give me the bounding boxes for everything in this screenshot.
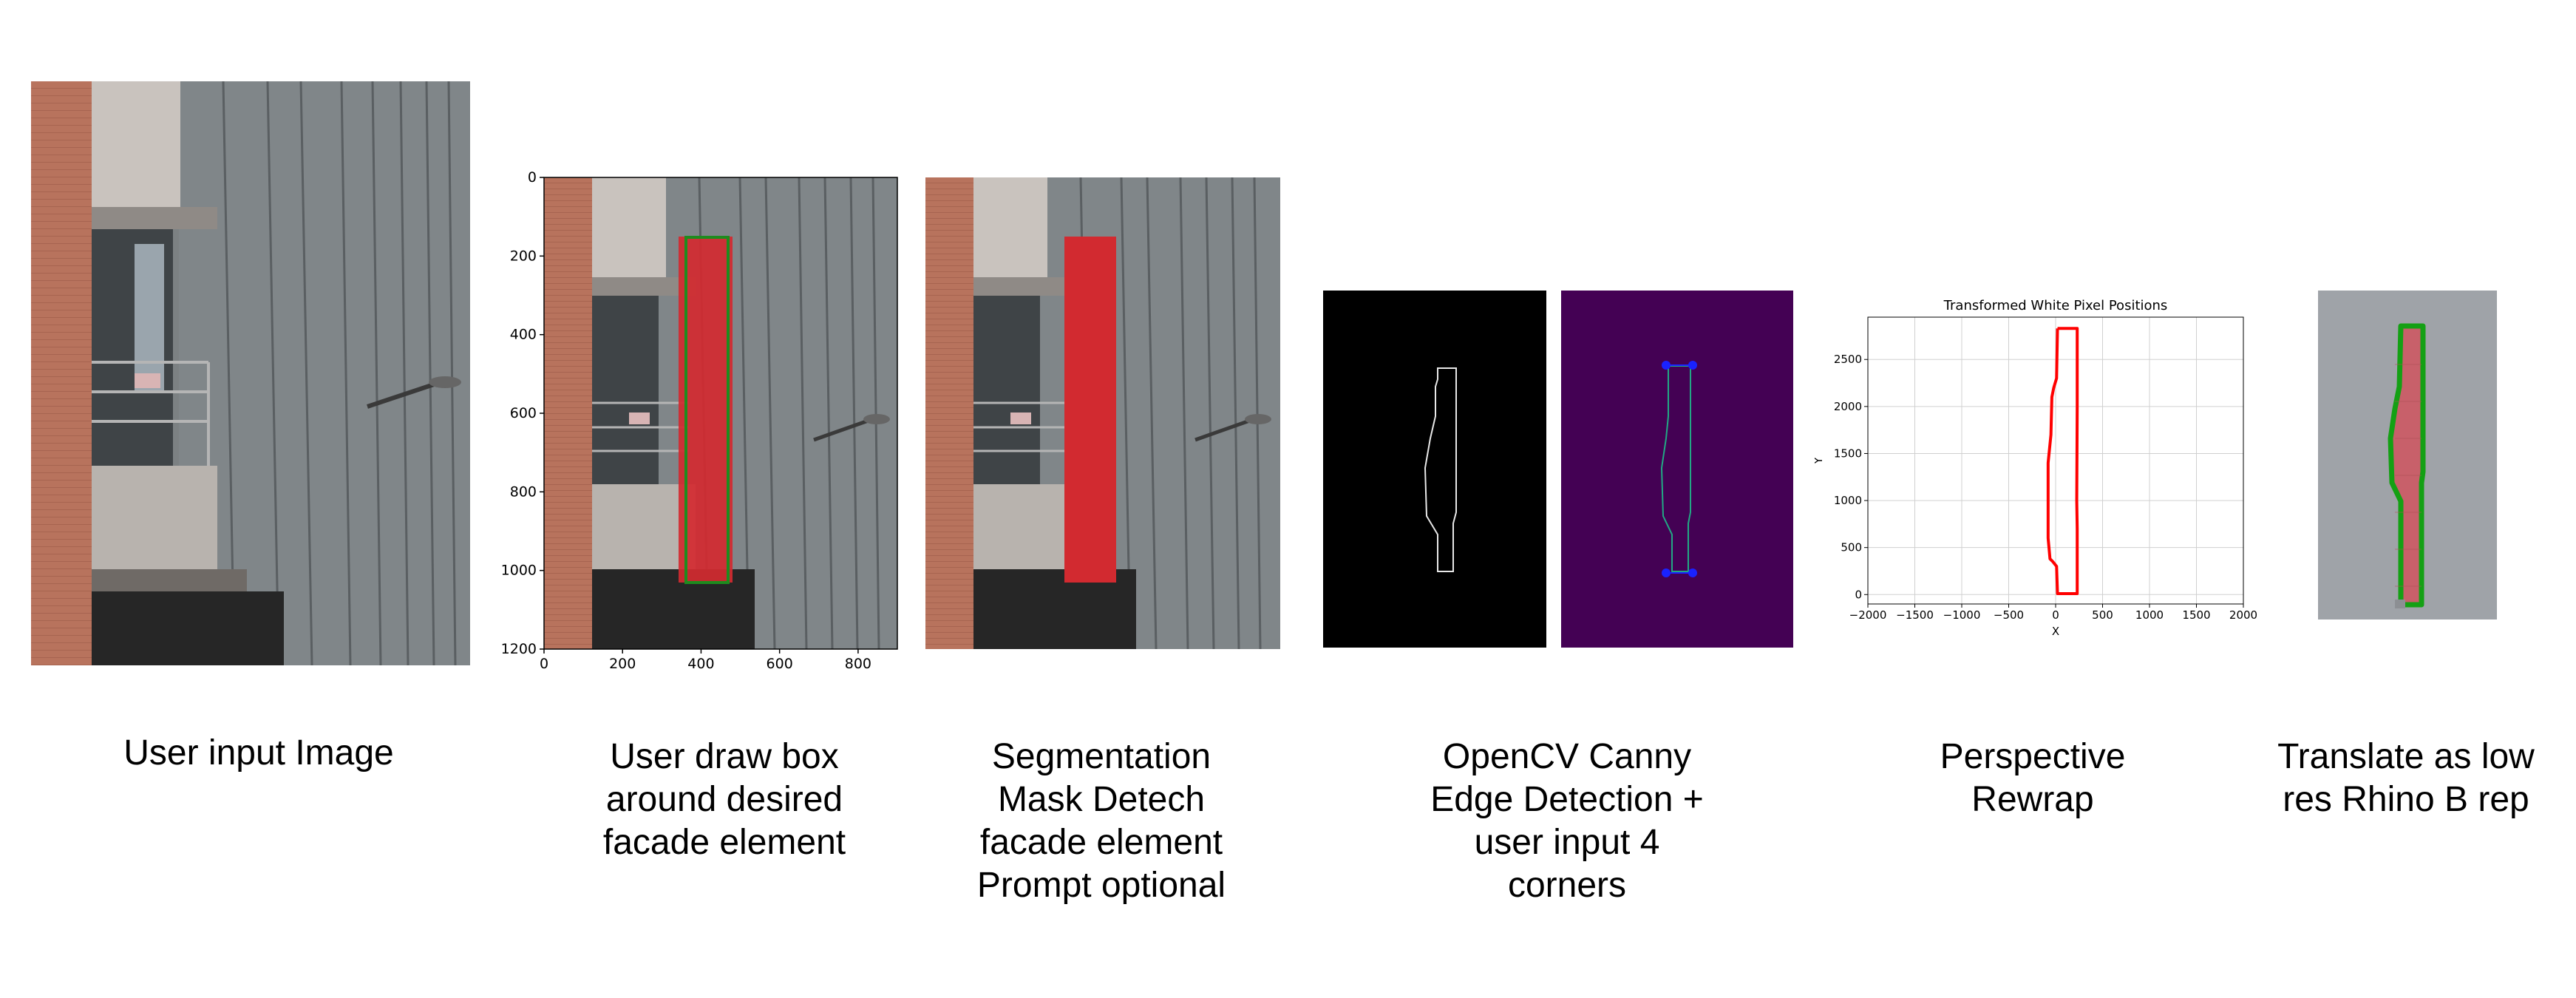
perspective-chart: Transformed White Pixel Positions −2000−…	[1812, 298, 2257, 638]
corner-input-image	[1561, 291, 1793, 648]
box-plot: 0 200 400 600 800 1000 1200 0 200 400 600 800	[501, 169, 898, 672]
chart-x-tick-label: −2000	[1849, 608, 1887, 622]
caption-segmentation: Segmentation Mask Detech facade element …	[976, 737, 1226, 905]
caption-input: User input Image	[123, 733, 394, 773]
box-x-tick-label: 400	[687, 656, 714, 672]
box-y-tick-label: 400	[510, 327, 537, 343]
rhino-brep-panel	[2318, 291, 2497, 619]
chart-x-tick-label: −500	[1994, 608, 2024, 622]
chart-x-tick-label: 1500	[2182, 608, 2210, 622]
caption-perspective: Perspective Rewrap	[1940, 737, 2126, 819]
chart-x-tick-label: 500	[2092, 608, 2113, 622]
chart-ylabel: Y	[1815, 457, 1825, 465]
chart-y-tick-label: 2000	[1834, 400, 1862, 413]
corner-input-panel	[1561, 291, 1793, 648]
box-y-tick-label: 0	[528, 169, 537, 186]
box-y-tick-label: 1000	[501, 563, 537, 579]
box-y-tick-label: 600	[510, 405, 537, 421]
chart-y-tick-label: 1500	[1834, 447, 1862, 460]
box-plot-y-axis: 0 200 400 600 800 1000 1200	[501, 169, 544, 657]
chart-y-tick-label: 1000	[1834, 494, 1862, 507]
segmentation-mask	[1064, 237, 1116, 583]
chart-y-tick-label: 0	[1855, 588, 1862, 601]
chart-x-tick-label: −1000	[1943, 608, 1981, 622]
user-bounding-box	[684, 236, 730, 584]
perspective-chart-panel: Transformed White Pixel Positions −2000−…	[1812, 292, 2273, 647]
chart-series-outline	[2046, 327, 2079, 596]
facade-photo	[31, 81, 470, 666]
segmentation-image	[925, 177, 1280, 650]
input-photo-panel	[31, 81, 470, 666]
chart-x-tick-label: 0	[2052, 608, 2059, 622]
box-plot-x-axis: 0 200 400 600 800	[540, 649, 871, 672]
box-y-tick-label: 1200	[501, 641, 537, 657]
highlight-region	[679, 237, 733, 583]
chart-x-tick-label: 1000	[2135, 608, 2164, 622]
box-x-tick-label: 200	[609, 656, 636, 672]
chart-xlabel: X	[2052, 625, 2059, 638]
canny-edge-image	[1323, 291, 1546, 648]
segmentation-panel	[925, 177, 1280, 650]
canny-edges-panel	[1323, 291, 1546, 648]
chart-x-tick-label: −1500	[1896, 608, 1934, 622]
caption-canny: OpenCV Canny Edge Detection + user input…	[1430, 737, 1704, 905]
box-x-tick-label: 800	[845, 656, 871, 672]
chart-title: Transformed White Pixel Positions	[1943, 298, 2168, 313]
box-plot-panel: 0 200 400 600 800 1000 1200 0 200 400 600 800	[488, 161, 902, 679]
box-x-tick-label: 600	[767, 656, 793, 672]
caption-box: User draw box around desired facade elem…	[602, 737, 846, 862]
box-y-tick-label: 800	[510, 483, 537, 500]
box-x-tick-label: 0	[540, 656, 548, 672]
caption-rhino: Translate as low res Rhino B rep	[2277, 737, 2535, 819]
chart-y-tick-label: 500	[1841, 541, 1862, 554]
box-y-tick-label: 200	[510, 248, 537, 264]
chart-x-tick-label: 2000	[2229, 608, 2257, 622]
chart-y-tick-label: 2500	[1834, 353, 1862, 366]
rhino-brep-image	[2318, 291, 2497, 619]
